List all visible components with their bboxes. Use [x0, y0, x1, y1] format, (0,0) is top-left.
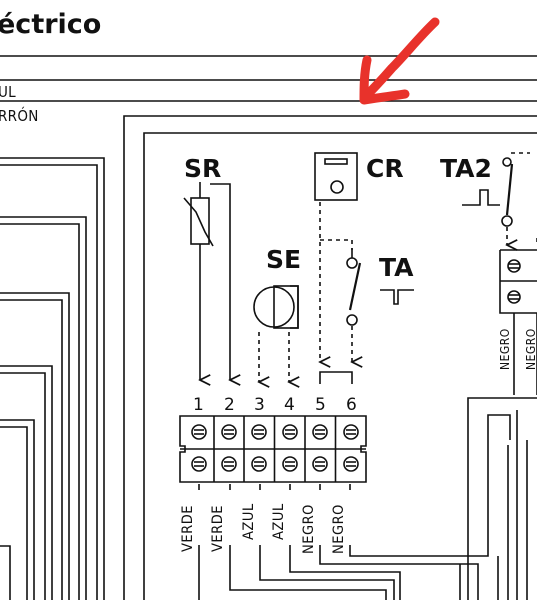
diagram-title: éctrico	[0, 9, 101, 40]
terminal-screw	[312, 456, 328, 472]
label-ta: TA	[379, 253, 414, 282]
right-wire-label: NEGRO	[524, 328, 537, 370]
legend-label-2: RRÓN	[0, 106, 39, 125]
terminal-number: 3	[254, 395, 265, 415]
left-wire-bundle	[0, 157, 105, 600]
terminal-screw	[251, 456, 267, 472]
terminal-number: 4	[284, 395, 295, 415]
terminal-numbers: 1 2 3 4 5 6	[193, 395, 357, 415]
terminal-number: 1	[193, 395, 204, 415]
ta-switch-symbol	[346, 248, 414, 362]
terminal-screw	[312, 424, 328, 440]
lower-wires	[198, 397, 537, 600]
bridge-5-6	[319, 371, 353, 384]
label-cr: CR	[366, 154, 404, 183]
ta2-switch-symbol	[462, 152, 537, 245]
red-arrow-annotation	[359, 17, 440, 105]
se-sensor-symbol	[253, 285, 298, 382]
inner-frame	[143, 132, 537, 600]
main-terminal-block	[179, 415, 367, 483]
label-ta2: TA2	[440, 154, 492, 183]
wire-label-azul-1: AZUL	[241, 503, 257, 540]
wire-label-negro-1: NEGRO	[301, 504, 317, 554]
outer-frame	[123, 115, 537, 600]
wire-label-verde-1: VERDE	[180, 505, 196, 552]
sr-resistor-symbol	[183, 182, 230, 380]
terminal-screw	[191, 424, 207, 440]
terminal-screw	[343, 424, 359, 440]
right-wire-label: NEGRO	[498, 328, 512, 370]
terminal-screw	[251, 424, 267, 440]
terminal-screw	[221, 424, 237, 440]
wire-label-verde-2: VERDE	[210, 505, 226, 552]
terminal-number: 6	[346, 395, 357, 415]
terminal-screw	[343, 456, 359, 472]
terminal-screw	[221, 456, 237, 472]
terminal-number: 2	[224, 395, 235, 415]
cr-module-symbol	[314, 152, 358, 362]
terminal-screw	[191, 456, 207, 472]
legend-label-1: UL	[0, 83, 16, 101]
terminal-screw	[282, 424, 298, 440]
right-terminal-block	[499, 249, 537, 395]
wire-label-negro-2: NEGRO	[331, 504, 347, 554]
terminal-number: 5	[315, 395, 326, 415]
wire-label-azul-2: AZUL	[271, 503, 287, 540]
label-se: SE	[266, 245, 301, 274]
terminal-screw	[282, 456, 298, 472]
label-sr: SR	[184, 154, 221, 183]
